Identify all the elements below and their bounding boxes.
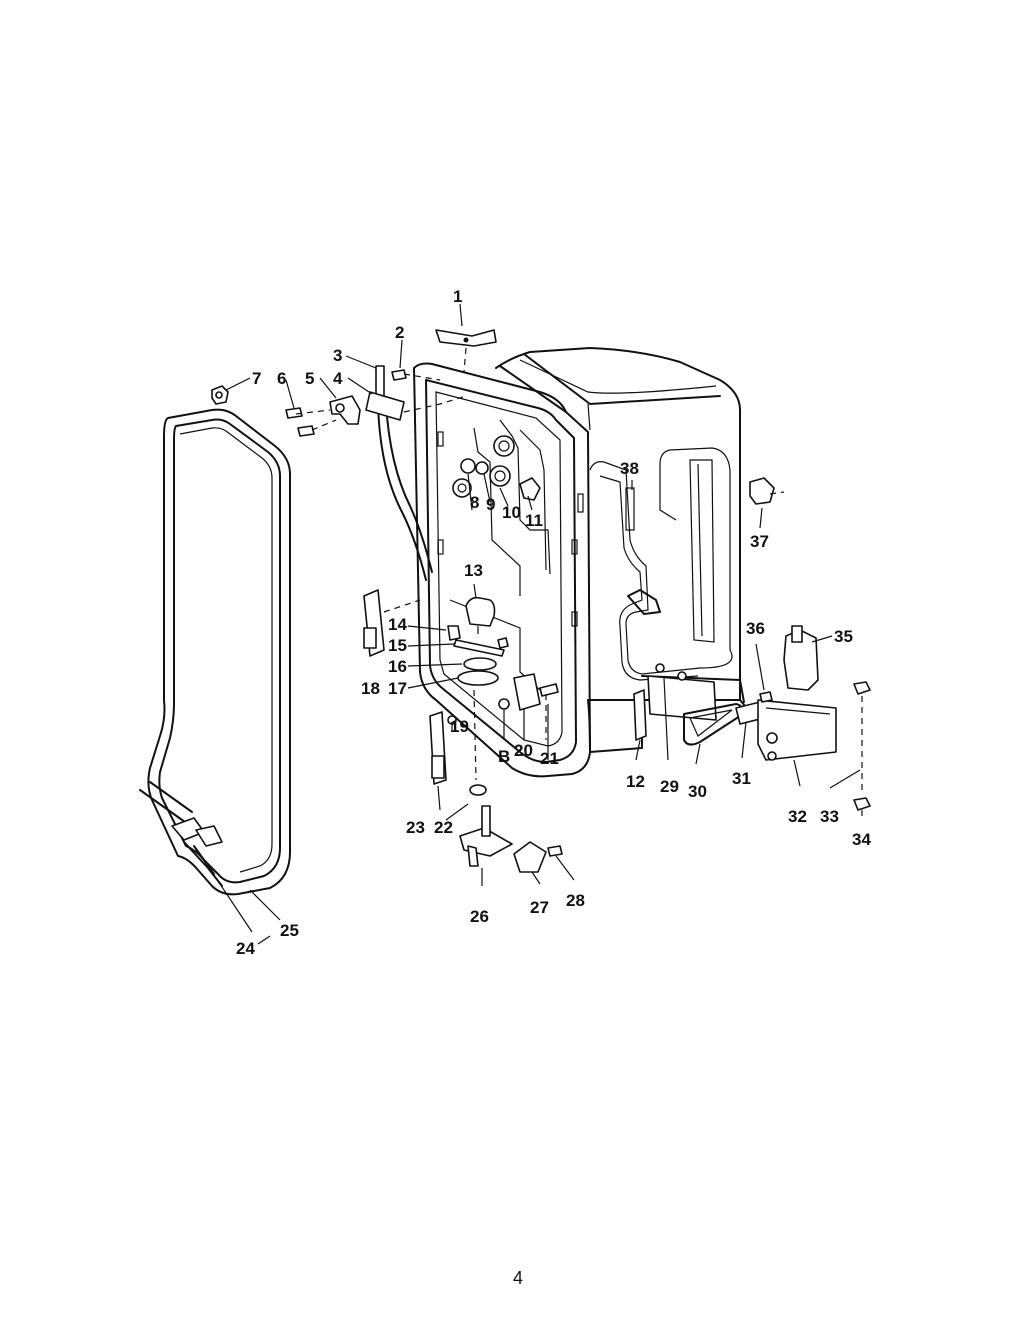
callout-13: 13: [464, 561, 483, 580]
callout-32: 32: [788, 807, 807, 826]
callout-21: 21: [540, 749, 559, 768]
callout-36: 36: [746, 619, 765, 638]
door-gasket: [139, 385, 291, 896]
callout-3: 3: [333, 346, 342, 365]
page-number: 4: [512, 1268, 523, 1288]
callout-18: 18: [361, 679, 380, 698]
callout-26: 26: [470, 907, 489, 926]
callout-4: 4: [333, 369, 343, 388]
callout-38: 38: [620, 459, 639, 478]
bottom-hinge: [459, 784, 563, 873]
callout-7: 7: [252, 369, 261, 388]
callout-5: 5: [305, 369, 314, 388]
callout-B: B: [498, 747, 510, 766]
callout-14: 14: [388, 615, 407, 634]
callout-1: 1: [453, 287, 462, 306]
tub-body: [495, 347, 746, 753]
callout-10: 10: [502, 503, 521, 522]
callout-19: 19: [450, 717, 469, 736]
callout-15: 15: [388, 636, 407, 655]
callout-31: 31: [732, 769, 751, 788]
top-bracket: [435, 329, 497, 373]
callout-33: 33: [820, 807, 839, 826]
callout-24: 24: [236, 939, 255, 958]
callout-29: 29: [660, 777, 679, 796]
callout-16: 16: [388, 657, 407, 676]
callout-12: 12: [626, 772, 645, 791]
callout-25: 25: [280, 921, 299, 940]
callout-6: 6: [277, 369, 286, 388]
callout-35: 35: [834, 627, 853, 646]
callout-8: 8: [470, 493, 479, 512]
callout-11: 11: [525, 511, 543, 530]
callout-17: 17: [388, 679, 407, 698]
callout-20: 20: [514, 741, 533, 760]
callout-23: 23: [406, 818, 425, 837]
callout-34: 34: [852, 830, 871, 849]
callout-37: 37: [750, 532, 769, 551]
callout-labels: 1 2 3 4 5 6 7 8 9 10 11 12 13 14 15 16 1…: [236, 287, 871, 958]
callout-2: 2: [395, 323, 404, 342]
callout-30: 30: [688, 782, 707, 801]
callout-28: 28: [566, 891, 585, 910]
callout-27: 27: [530, 898, 549, 917]
callout-22: 22: [434, 818, 453, 837]
tub-front-frame: [413, 362, 591, 778]
callout-9: 9: [486, 495, 495, 514]
inlet-components: [452, 435, 541, 634]
side-brackets: [363, 589, 457, 785]
hinge-assembly: [285, 369, 467, 437]
leader-lines: [203, 303, 863, 945]
